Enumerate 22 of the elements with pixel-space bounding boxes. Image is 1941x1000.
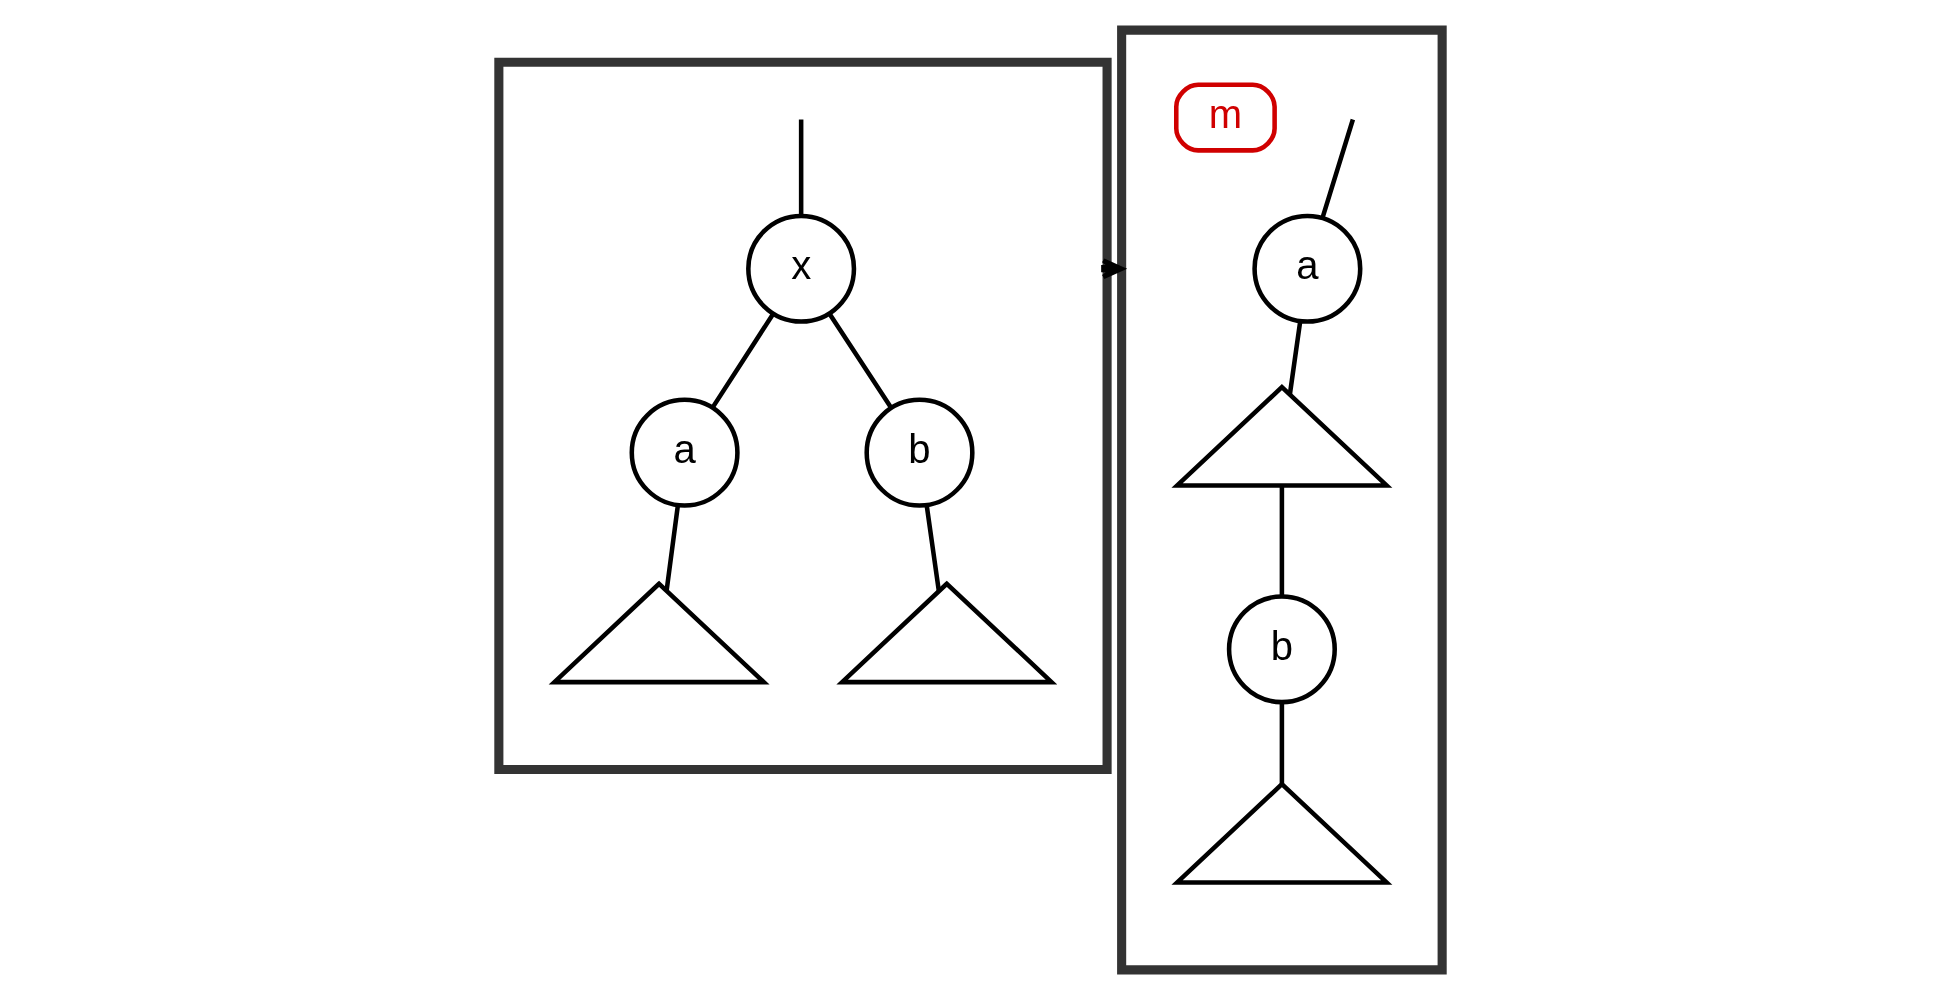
- node-circle: b: [1226, 594, 1337, 705]
- node-triangle: [548, 580, 770, 685]
- connector: [1320, 118, 1356, 219]
- cluster: [1117, 25, 1447, 975]
- node-circle: a: [1252, 213, 1363, 324]
- arrow: [1101, 258, 1124, 280]
- connector: [710, 312, 776, 409]
- connector: [1279, 485, 1285, 597]
- cluster: [494, 57, 1112, 775]
- connector: [664, 504, 681, 591]
- node-circle: b: [864, 397, 975, 508]
- node-triangle: [1171, 383, 1393, 488]
- node-triangle: [836, 580, 1058, 685]
- node-circle: a: [629, 397, 740, 508]
- connector: [1279, 702, 1285, 784]
- connector: [1287, 320, 1303, 395]
- connector: [827, 312, 893, 409]
- connector: [798, 119, 804, 216]
- node-triangle: [1171, 780, 1393, 885]
- node-circle: x: [746, 213, 857, 324]
- node-box: m: [1174, 82, 1277, 153]
- connector: [924, 504, 942, 592]
